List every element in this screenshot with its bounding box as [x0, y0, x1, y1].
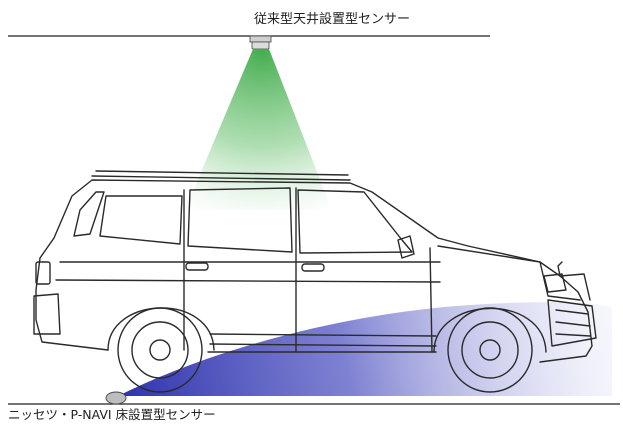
suv-illustration	[33, 170, 597, 363]
ceiling-sensor-icon	[249, 35, 272, 50]
rear-wheel	[117, 307, 203, 393]
ceiling-sensor-beam	[185, 49, 332, 210]
ceiling-sensor-label: 従来型天井設置型センサー	[254, 12, 411, 27]
floor-sensor-icon	[105, 391, 127, 405]
floor-sensor-label: ニッセツ・P-NAVI 床設置型センサー	[8, 407, 216, 422]
floor-sensor-beam	[118, 302, 612, 396]
front-wheel	[447, 307, 533, 393]
